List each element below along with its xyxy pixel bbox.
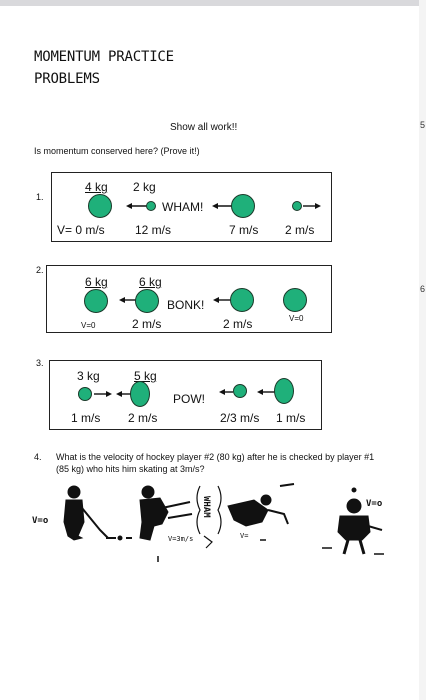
problem-1-ball-d	[292, 201, 302, 211]
problem-1-v2: 12 m/s	[135, 223, 172, 237]
title-line-1: MOMENTUM PRACTICE	[34, 49, 174, 65]
problem-2-number: 2.	[36, 265, 44, 275]
problem-3-number: 3.	[36, 358, 44, 368]
problem-3-v1: 1 m/s	[71, 411, 101, 425]
problem-2-ball-a	[84, 289, 108, 313]
problem-3-v4: 1 m/s	[276, 411, 306, 425]
top-strip	[0, 0, 426, 6]
problem-2-mass-right: 6 kg	[139, 275, 162, 289]
problem-1-box: 4 kg 2 kg WHAM! V= 0 m/s 12 m/s 7 m/s 2 …	[51, 172, 332, 242]
problem-1-mass-left: 4 kg	[85, 180, 108, 194]
hockey-player-3-icon: V=	[227, 483, 295, 541]
gutter-mark-a: 5	[420, 120, 426, 130]
problem-3-v3: 2/3 m/s	[220, 411, 260, 425]
problem-2-ball-b	[135, 289, 159, 313]
problem-1-ball-a	[88, 194, 112, 218]
problem-1-ball-b	[146, 201, 156, 211]
title-line-2: PROBLEMS	[34, 71, 100, 87]
sketch-v-small: V=	[240, 532, 248, 540]
problem-2-ball-d	[283, 288, 307, 312]
problem-3-v2: 2 m/s	[128, 411, 158, 425]
problem-1-sound: WHAM!	[162, 200, 204, 214]
problem-2-box: 6 kg 6 kg BONK! V=0 2 m/s 2 m/s V=0	[46, 265, 332, 333]
problem-3-arrow-left-icon	[116, 391, 132, 397]
hockey-player-1-icon: V=o	[32, 485, 132, 541]
problem-2-v2: 2 m/s	[132, 317, 162, 331]
problem-3-ball-c	[233, 384, 247, 398]
problem-2-v3: 2 m/s	[223, 317, 253, 331]
problem-3-arrow-left-icon-2	[219, 389, 233, 395]
gutter-mark-b: 6	[420, 284, 426, 294]
page-title: MOMENTUM PRACTICE PROBLEMS	[34, 46, 294, 90]
problem-3-mass-right: 5 kg	[134, 369, 157, 383]
problem-2-ball-c	[230, 288, 254, 312]
sketch-sound: WHAM	[201, 496, 211, 518]
sketch-v-left: V=o	[32, 516, 48, 526]
problem-1-mass-right: 2 kg	[133, 180, 156, 194]
problem-2-v4: V=0	[289, 314, 304, 323]
problem-1-arrow-left-icon-2	[212, 203, 234, 209]
question-text: Is momentum conserved here? (Prove it!)	[34, 146, 200, 156]
problem-2-sound: BONK!	[167, 298, 205, 312]
problem-3-ball-b	[130, 381, 150, 407]
problem-3-sound: POW!	[173, 392, 205, 406]
problem-3-ball-d	[274, 378, 294, 404]
problem-1-ball-c	[231, 194, 255, 218]
problem-1-number: 1.	[36, 192, 44, 202]
wham-sound-icon: WHAM	[196, 485, 222, 549]
hockey-sketch-illustration: V=o V=3m/s WHAM V=	[32, 483, 384, 562]
problem-1-arrow-right-icon	[303, 203, 321, 209]
hockey-player-2-icon: V=3m/s	[139, 485, 193, 562]
problem-4-number: 4.	[34, 452, 42, 462]
hockey-player-4-icon: V=o	[322, 487, 384, 555]
problem-1-v4: 2 m/s	[285, 223, 315, 237]
problem-1-v1: V= 0 m/s	[57, 223, 105, 237]
problem-2-arrow-left-icon	[119, 297, 137, 303]
sketch-v-right: V=o	[366, 499, 382, 509]
problem-4-text: What is the velocity of hockey player #2…	[56, 452, 375, 474]
problem-3-arrow-left-icon-3	[257, 389, 275, 395]
problem-1-v3: 7 m/s	[229, 223, 259, 237]
problem-2-arrow-left-icon-2	[213, 297, 231, 303]
problem-3-box: 3 kg 5 kg POW! 1 m/s 2 m/s 2/3 m/s 1 m/s	[49, 360, 322, 430]
problem-2-v1: V=0	[81, 321, 96, 330]
right-gutter: 5 6	[419, 0, 426, 700]
problem-3-mass-left: 3 kg	[77, 369, 100, 383]
problem-3-arrow-right-icon	[94, 391, 112, 397]
problem-2-mass-left: 6 kg	[85, 275, 108, 289]
sketch-v-mid: V=3m/s	[168, 535, 193, 543]
instruction-text: Show all work!!	[170, 122, 238, 133]
problem-3-ball-a	[78, 387, 92, 401]
